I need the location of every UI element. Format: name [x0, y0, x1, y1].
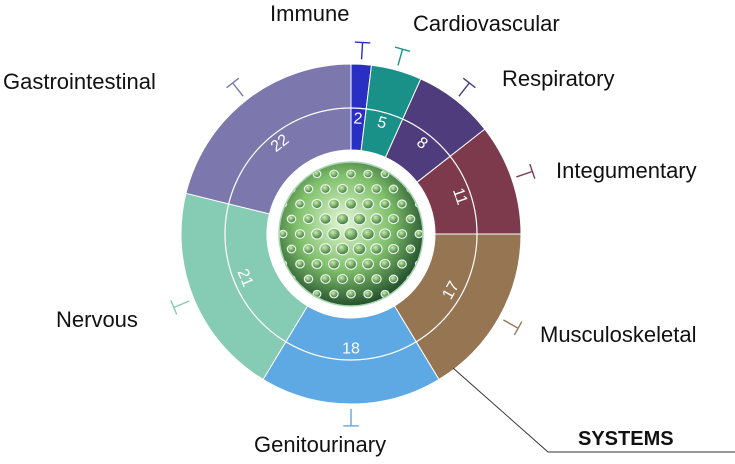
cell — [302, 243, 315, 255]
cell — [346, 169, 356, 179]
cell — [379, 258, 391, 270]
slice-genitourinary — [262, 305, 440, 405]
marker-gastrointestinal — [226, 77, 244, 97]
marker-respiratory — [458, 77, 476, 97]
cell — [387, 213, 400, 225]
cell — [378, 228, 392, 240]
cell — [302, 213, 315, 225]
cell — [379, 198, 391, 210]
cell — [320, 184, 331, 194]
value-label-musculoskeletal: 17 — [439, 278, 463, 302]
label-genitourinary: Genitourinary — [254, 432, 386, 457]
cell — [319, 213, 332, 225]
cell — [319, 243, 332, 255]
marker-immune — [354, 41, 371, 60]
cell — [371, 274, 382, 284]
cell — [397, 259, 407, 269]
label-cardiovascular: Cardiovascular — [413, 11, 560, 36]
value-label-immune: 2 — [353, 110, 363, 128]
cell — [320, 274, 331, 284]
cell — [388, 274, 399, 284]
cell — [279, 229, 288, 239]
cell — [396, 229, 408, 239]
cell — [327, 258, 341, 270]
cell — [329, 289, 339, 299]
cell — [294, 229, 306, 239]
cell — [327, 227, 341, 241]
label-musculoskeletal: Musculoskeletal — [540, 322, 697, 347]
cell — [310, 228, 324, 240]
cell — [352, 212, 367, 226]
cell — [405, 214, 416, 224]
cell — [295, 199, 305, 209]
cell — [397, 199, 407, 209]
cell — [295, 259, 305, 269]
cell — [335, 212, 350, 226]
label-respiratory: Respiratory — [502, 66, 614, 91]
label-immune: Immune — [270, 1, 349, 26]
marker-genitourinary — [343, 409, 359, 427]
label-markers — [170, 41, 536, 427]
marker-musculoskeletal — [503, 319, 523, 336]
cell — [337, 183, 348, 195]
cell — [363, 289, 373, 299]
marker-nervous — [170, 300, 190, 315]
cell — [343, 226, 359, 242]
cell — [352, 242, 367, 256]
label-gastrointestinal: Gastrointestinal — [3, 69, 156, 94]
cell — [354, 273, 365, 285]
label-nervous: Nervous — [56, 307, 138, 332]
cell — [311, 198, 323, 210]
cell — [303, 184, 314, 194]
cell — [344, 258, 358, 270]
cell — [370, 243, 383, 255]
cell — [346, 289, 356, 299]
cell — [344, 198, 358, 210]
cell — [361, 258, 375, 270]
cell — [388, 184, 399, 194]
cell — [387, 243, 400, 255]
systems-label: SYSTEMS — [578, 428, 674, 450]
cell — [311, 258, 323, 270]
inner-ring-line — [224, 107, 478, 361]
value-label-integumentary: 11 — [449, 186, 471, 207]
cell — [405, 244, 416, 254]
center-cell-image — [278, 161, 424, 307]
cell — [286, 244, 297, 254]
label-integumentary: Integumentary — [556, 158, 697, 183]
cell — [371, 184, 382, 194]
systems-leader-line — [452, 367, 735, 453]
value-label-genitourinary: 18 — [342, 341, 360, 358]
cell — [414, 229, 423, 239]
cell — [370, 213, 383, 225]
marker-integumentary — [516, 163, 536, 179]
cell — [303, 274, 314, 284]
cell — [329, 169, 339, 179]
value-label-nervous: 21 — [233, 267, 256, 290]
cell — [286, 214, 297, 224]
cell — [363, 169, 373, 179]
cell — [337, 273, 348, 285]
cell — [354, 183, 365, 195]
cell — [327, 198, 341, 210]
cell — [361, 227, 375, 241]
cell — [361, 198, 375, 210]
marker-cardiovascular — [394, 46, 411, 66]
cell — [335, 242, 350, 256]
